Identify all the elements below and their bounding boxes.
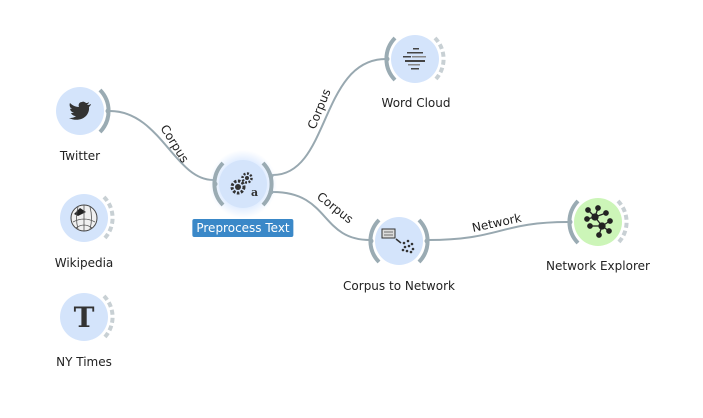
- node-nytimes[interactable]: T: [60, 293, 115, 341]
- node-label-twitter[interactable]: Twitter: [59, 149, 101, 163]
- node-network-explorer[interactable]: [567, 198, 629, 246]
- output-channel[interactable]: [102, 195, 115, 241]
- link-label: Corpus: [157, 122, 191, 165]
- nytimes-logo-icon: T: [74, 301, 95, 334]
- node-preprocess-text[interactable]: a: [209, 150, 277, 218]
- node-label-network-explorer[interactable]: Network Explorer: [546, 259, 650, 273]
- node-corpus-to-network[interactable]: [368, 217, 430, 265]
- link-twitter-preprocess[interactable]: [109, 110, 214, 181]
- svg-text:a: a: [251, 186, 258, 199]
- node-label-wikipedia[interactable]: Wikipedia: [54, 256, 114, 270]
- node-wikipedia[interactable]: [60, 194, 115, 242]
- links: [109, 58, 569, 241]
- link-preprocess-wordcloud[interactable]: [272, 58, 387, 176]
- wikipedia-globe-icon: [70, 204, 98, 232]
- twitter-bird-icon: [69, 101, 91, 120]
- node-twitter[interactable]: [56, 87, 111, 135]
- node-label-word-cloud[interactable]: Word Cloud: [381, 96, 451, 110]
- output-channel[interactable]: [261, 161, 274, 207]
- link-corpus2net-netexplorer[interactable]: [427, 221, 569, 241]
- node-label-nytimes[interactable]: NY Times: [56, 355, 112, 369]
- node-label-preprocess-text[interactable]: Preprocess Text: [192, 219, 294, 237]
- output-channel[interactable]: [616, 199, 629, 245]
- output-channel[interactable]: [433, 36, 446, 82]
- network-graph-icon: [584, 205, 613, 238]
- node-label-corpus-to-network[interactable]: Corpus to Network: [343, 279, 455, 293]
- output-channel[interactable]: [102, 294, 115, 340]
- word-cloud-icon: [403, 48, 426, 70]
- link-label: Corpus: [314, 189, 356, 226]
- gears-icon: a: [230, 172, 258, 199]
- corpus-to-network-icon: [381, 228, 415, 254]
- node-word-cloud[interactable]: [384, 35, 446, 83]
- link-preprocess-corpus2net[interactable]: [272, 191, 371, 241]
